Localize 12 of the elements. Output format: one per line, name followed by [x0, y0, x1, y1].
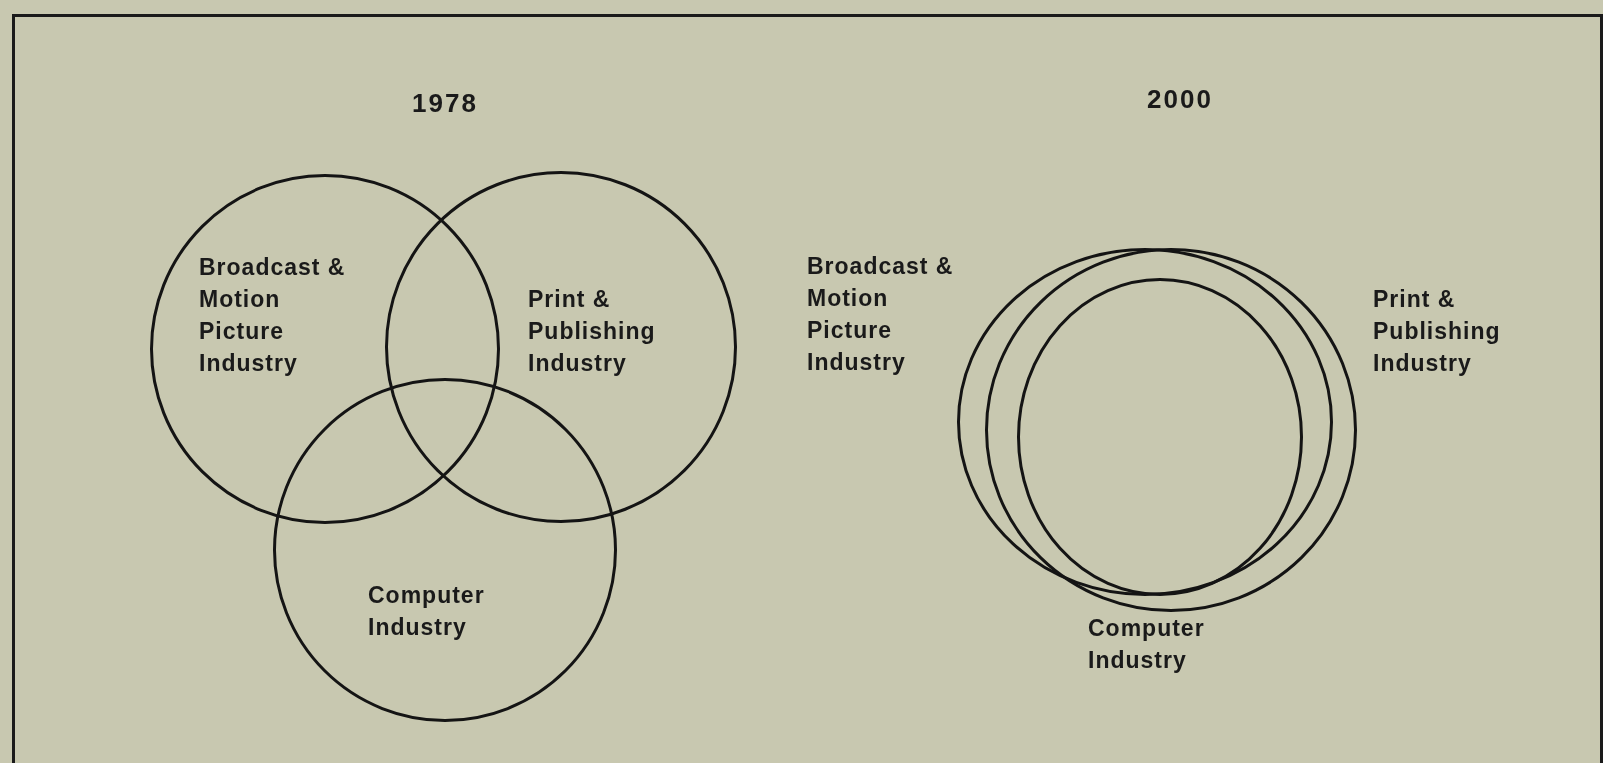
year-heading: 1978	[412, 88, 478, 119]
venn-circle	[273, 378, 617, 722]
year-heading: 2000	[1147, 84, 1213, 115]
venn-circle	[385, 171, 737, 523]
circle-label: Print & Publishing Industry	[528, 285, 657, 378]
venn-circle	[807, 248, 1333, 596]
circle-label: Broadcast & Motion Picture Industry	[199, 253, 347, 378]
circle-label: Broadcast & Motion Picture Industry	[807, 252, 955, 377]
circle-label: Computer Industry	[1088, 614, 1206, 675]
circle-label: Computer Industry	[368, 581, 486, 642]
circle-label: Print & Publishing Industry	[1373, 285, 1502, 378]
venn-circle	[150, 174, 500, 524]
